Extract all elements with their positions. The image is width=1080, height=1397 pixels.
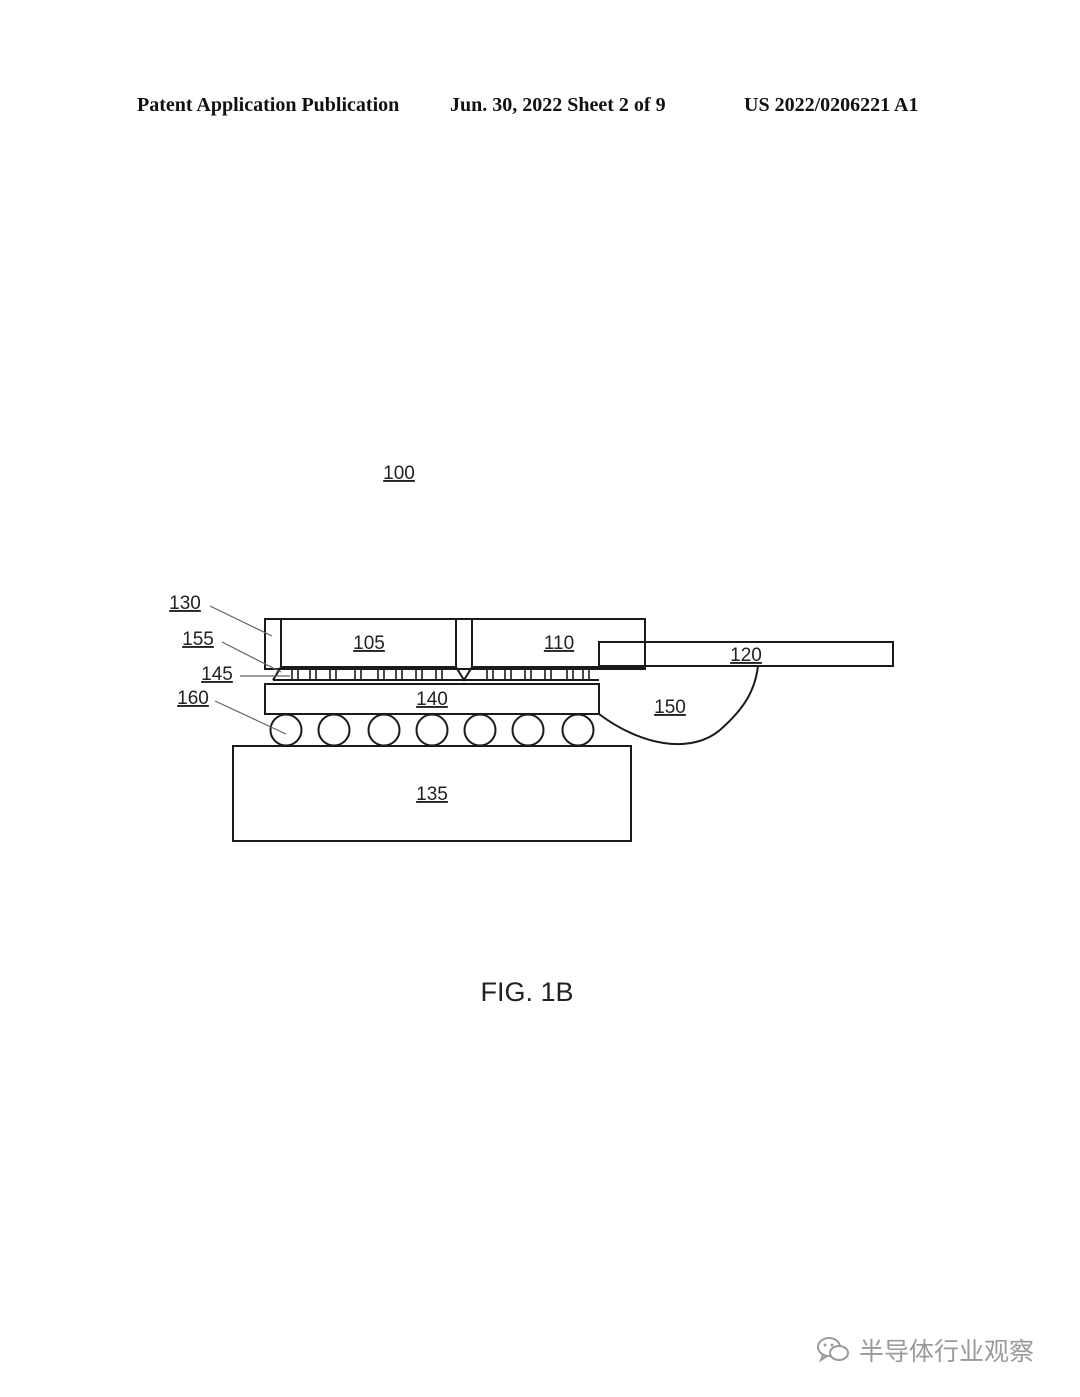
figure-caption: FIG. 1B xyxy=(480,977,573,1007)
component-105-die xyxy=(280,618,457,668)
ref-110: 110 xyxy=(544,633,574,654)
component-155-fillet xyxy=(272,666,282,681)
leader-155 xyxy=(221,641,282,673)
ref-105: 105 xyxy=(353,633,385,654)
leader-160 xyxy=(214,700,287,735)
wechat-icon xyxy=(817,1337,849,1363)
header-date-sheet: Jun. 30, 2022 Sheet 2 of 9 xyxy=(450,94,666,116)
header-patent-number: US 2022/0206221 A1 xyxy=(744,94,919,116)
microbump-array xyxy=(291,667,590,680)
watermark: 半导体行业观察 xyxy=(815,1332,1034,1368)
component-120 xyxy=(598,641,894,667)
ref-150: 150 xyxy=(654,697,686,718)
ref-140: 140 xyxy=(416,689,448,710)
component-150-adhesive xyxy=(598,665,759,746)
leader-130 xyxy=(209,605,273,637)
ref-120: 120 xyxy=(730,645,762,666)
ref-155: 155 xyxy=(182,629,214,650)
ref-145: 145 xyxy=(201,664,233,685)
ref-135: 135 xyxy=(416,784,448,805)
solder-ball-array xyxy=(269,713,595,747)
ref-160: 160 xyxy=(177,688,209,709)
header-publication-type: Patent Application Publication xyxy=(137,94,400,116)
watermark-text: 半导体行业观察 xyxy=(859,1337,1035,1366)
ref-130: 130 xyxy=(169,593,201,614)
ref-100: 100 xyxy=(383,463,415,484)
